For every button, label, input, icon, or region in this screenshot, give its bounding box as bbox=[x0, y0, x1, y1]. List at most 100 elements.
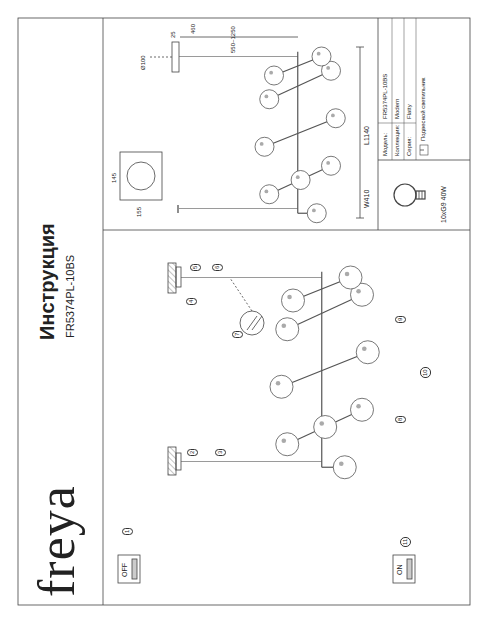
callout-number: 6 bbox=[212, 264, 223, 271]
globe-highlight bbox=[287, 295, 292, 300]
globe-highlight bbox=[319, 421, 324, 426]
switch-on bbox=[393, 555, 415, 583]
globe-highlight bbox=[356, 289, 361, 294]
sheet-border bbox=[18, 18, 470, 605]
table-top bbox=[378, 18, 379, 230]
sheet-title: Инструкция bbox=[36, 223, 58, 340]
globe-highlight bbox=[317, 52, 321, 56]
glass-globe bbox=[326, 109, 345, 128]
canopy bbox=[172, 42, 179, 72]
callout-number: 4 bbox=[186, 298, 197, 305]
globe-highlight bbox=[282, 323, 287, 328]
globe-detail-box bbox=[120, 152, 162, 200]
label: W410 bbox=[363, 190, 371, 208]
label: Подвесной светильник bbox=[420, 78, 427, 141]
callout-number: 10 bbox=[420, 367, 431, 378]
table-col bbox=[378, 123, 416, 124]
label: 460 bbox=[190, 24, 197, 34]
glass-globe bbox=[255, 137, 274, 156]
dim-line bbox=[360, 47, 361, 218]
callout-number: 9 bbox=[395, 316, 406, 323]
glass-globe bbox=[282, 289, 305, 312]
section-divider bbox=[103, 230, 470, 231]
glass-globe bbox=[339, 266, 362, 289]
globe-highlight bbox=[326, 161, 330, 165]
suspension-wire bbox=[181, 461, 322, 462]
globe-highlight bbox=[339, 462, 344, 467]
glass-globe bbox=[351, 398, 374, 421]
switch-off bbox=[118, 555, 140, 583]
label: Ø100 bbox=[140, 55, 147, 70]
dim-line bbox=[180, 37, 298, 38]
label: L1140 bbox=[363, 126, 371, 145]
label: OFF bbox=[121, 563, 129, 577]
label: FR5374PL-10BS bbox=[382, 74, 389, 119]
pendant-icon bbox=[420, 145, 428, 155]
glass-globe bbox=[260, 90, 279, 109]
header-divider bbox=[103, 18, 104, 605]
bulb-icon bbox=[394, 184, 425, 206]
glass-globe bbox=[322, 156, 341, 175]
table-row bbox=[404, 18, 405, 160]
globe-highlight bbox=[356, 404, 361, 409]
glass-globe bbox=[314, 416, 337, 439]
callout-number: 2 bbox=[187, 449, 198, 456]
callout-number: 7 bbox=[232, 331, 243, 338]
callout-number: 8 bbox=[395, 416, 406, 423]
glass-globe bbox=[356, 341, 379, 364]
glass-globe bbox=[312, 47, 331, 66]
globe-highlight bbox=[265, 190, 269, 194]
callout-number: 11 bbox=[400, 537, 411, 547]
label: FR5374PL-10BS bbox=[64, 255, 76, 338]
ceiling bbox=[168, 263, 176, 293]
globe-highlight bbox=[296, 175, 300, 179]
glass-globe bbox=[265, 66, 284, 85]
lamp-rod bbox=[265, 118, 336, 147]
ceiling bbox=[168, 447, 176, 475]
label: 10xG9 40W bbox=[440, 186, 448, 223]
label: Коллекция: bbox=[394, 125, 401, 156]
hook bbox=[177, 205, 178, 213]
lamp-rod bbox=[287, 410, 362, 445]
label: Серия: bbox=[406, 137, 413, 156]
suspension-wire bbox=[179, 56, 298, 57]
label: 155 bbox=[136, 207, 143, 217]
globe-detail bbox=[127, 162, 155, 190]
label: Modern bbox=[394, 99, 401, 119]
brand-logo: freya bbox=[28, 485, 85, 597]
suspension-wire bbox=[179, 208, 298, 209]
callout-number: 1 bbox=[122, 528, 133, 535]
glass-globe bbox=[307, 204, 326, 223]
lamp-rod bbox=[269, 166, 331, 195]
globe-highlight bbox=[282, 439, 287, 444]
label: Модель: bbox=[382, 133, 389, 156]
glass-globe bbox=[291, 171, 310, 190]
canopy bbox=[176, 267, 181, 287]
glass-globe bbox=[270, 375, 293, 398]
suspension-wire bbox=[181, 277, 322, 278]
callout-number: 3 bbox=[215, 449, 226, 456]
globe-highlight bbox=[331, 114, 335, 118]
detail-magnifier bbox=[240, 311, 264, 335]
label: 25 bbox=[170, 31, 177, 38]
table-row bbox=[416, 18, 417, 160]
glass-globe bbox=[276, 318, 299, 341]
globe-highlight bbox=[276, 381, 281, 386]
canopy bbox=[176, 453, 181, 470]
callout-number: 5 bbox=[190, 264, 201, 271]
table-row bbox=[392, 18, 393, 160]
label: Flatty bbox=[406, 104, 413, 119]
label: 550~1250 bbox=[230, 26, 237, 53]
lamp-rod bbox=[282, 352, 368, 387]
globe-highlight bbox=[345, 272, 350, 277]
label: ON bbox=[396, 565, 404, 576]
globe-highlight bbox=[326, 66, 330, 70]
label: 145 bbox=[111, 173, 118, 183]
dim-line bbox=[150, 57, 172, 58]
globe-highlight bbox=[265, 95, 269, 99]
globe-highlight bbox=[269, 71, 273, 75]
globe-highlight bbox=[362, 346, 367, 351]
pendant-icon bbox=[420, 150, 424, 151]
glass-globe bbox=[260, 185, 279, 204]
